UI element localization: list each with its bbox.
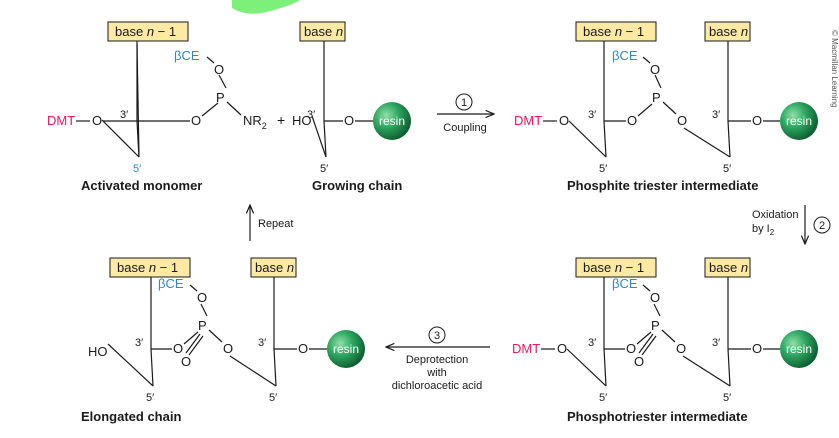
nr2-label: NR2 [243, 113, 267, 131]
oxygen-label: O [191, 113, 201, 128]
growing-chain: base n O HO 3′ 5′ resin Growing chain [292, 21, 411, 193]
step-3-label-line1: Deprotection [406, 354, 468, 366]
phosphorus-label: P [651, 318, 660, 333]
base-label: base n [709, 24, 748, 39]
phosphotriester-intermediate: base n − 1 base n DMT O 3′ 5′ O P O βCE … [512, 257, 818, 424]
activated-monomer: base n − 1 5′ 3′ DMT O O P O βCE NR2 Act… [47, 21, 267, 193]
oxygen-label: O [197, 290, 207, 305]
three-prime-label: 3′ [712, 109, 720, 121]
five-prime-label: 5′ [599, 392, 607, 404]
oxygen-label: O [559, 113, 569, 128]
oxygen-label: O [752, 341, 762, 356]
caption-activated-monomer: Activated monomer [81, 178, 202, 193]
step-2-number: 2 [819, 220, 825, 232]
base-box [575, 21, 657, 42]
three-prime-label: 3′ [588, 337, 596, 349]
base-box [107, 21, 189, 42]
caption-elongated-chain: Elongated chain [81, 409, 181, 424]
oxygen-label: O [752, 113, 762, 128]
oxygen-label: O [181, 354, 191, 369]
oxygen-label: O [298, 341, 308, 356]
highlight-mark [232, 0, 300, 14]
dmt-label: DMT [514, 113, 542, 128]
five-prime-label: 5′ [269, 392, 277, 404]
resin-label: resin [786, 342, 812, 356]
three-prime-label: 3′ [258, 337, 266, 349]
step-3-number: 3 [434, 330, 440, 342]
five-prime-label: 5′ [320, 163, 328, 175]
base-label: base n [304, 24, 343, 39]
dmt-label: DMT [47, 113, 75, 128]
step-3-deprotection: 3 Deprotection with dichloroacetic acid [386, 326, 490, 392]
oxygen-label: O [634, 354, 644, 369]
resin-bead [327, 330, 365, 368]
beta-ce-label: βCE [612, 48, 638, 63]
copyright-text: © Macmillan Learning [830, 30, 839, 107]
five-prime-label: 5′ [723, 163, 731, 175]
three-prime-label: 3′ [588, 109, 596, 121]
base-label: base n − 1 [117, 260, 178, 275]
base-box [575, 257, 657, 278]
phosphorus-label: P [198, 318, 207, 333]
phosphite-triester-intermediate: base n − 1 base n DMT O 3′ 5′ O P O βCE … [514, 21, 818, 193]
caption-growing-chain: Growing chain [312, 178, 402, 193]
oxygen-label: O [650, 290, 660, 305]
step-2-label-line2: by I2 [752, 223, 775, 237]
base-label: base n − 1 [115, 24, 176, 39]
repeat-label: Repeat [258, 218, 293, 230]
step-3-label-line3: dichloroacetic acid [392, 380, 483, 392]
resin-bead [780, 330, 818, 368]
three-prime-label: 3′ [307, 109, 315, 121]
oxygen-label: O [677, 113, 687, 128]
beta-ce-label: βCE [612, 276, 638, 291]
step-2-oxidation: Oxidation by I2 2 [752, 205, 831, 244]
oxygen-label: O [557, 341, 567, 356]
oxygen-label: O [676, 341, 686, 356]
phosphorus-label: P [216, 90, 225, 105]
five-prime-label: 5′ [599, 163, 607, 175]
ho-label: HO [292, 113, 312, 128]
oxygen-label: O [92, 113, 102, 128]
oxygen-label: O [173, 341, 183, 356]
phosphorus-label: P [652, 90, 661, 105]
base-box [299, 21, 346, 42]
oxygen-label: O [650, 62, 660, 77]
base-label: base n − 1 [583, 260, 644, 275]
step-3-label-line2: with [426, 367, 447, 379]
oxygen-label: O [214, 62, 224, 77]
five-prime-label: 5′ [723, 392, 731, 404]
resin-label: resin [333, 342, 359, 356]
dmt-label: DMT [512, 341, 540, 356]
oxygen-label: O [344, 113, 354, 128]
step-1-label: Coupling [443, 122, 486, 134]
three-prime-label: 3′ [135, 337, 143, 349]
oxygen-label: O [626, 341, 636, 356]
five-prime-label: 5′ [146, 392, 154, 404]
resin-label: resin [379, 114, 405, 128]
caption-phosphotriester: Phosphotriester intermediate [567, 409, 748, 424]
base-label: base n [255, 260, 294, 275]
step-1-coupling: 1 Coupling [437, 93, 494, 134]
plus-sign: + [277, 112, 285, 128]
caption-phosphite-triester: Phosphite triester intermediate [567, 178, 758, 193]
base-label: base n [709, 260, 748, 275]
beta-ce-label: βCE [174, 48, 200, 63]
oxygen-label: O [223, 341, 233, 356]
three-prime-label: 3′ [712, 337, 720, 349]
five-prime-label: 5′ [133, 163, 141, 175]
beta-ce-label: βCE [158, 276, 184, 291]
three-prime-label: 3′ [120, 109, 128, 121]
resin-bead [780, 102, 818, 140]
base-box [109, 257, 191, 278]
elongated-chain: base n − 1 base n HO 3′ 5′ O P O βCE O O… [81, 257, 365, 424]
resin-bead [373, 102, 411, 140]
base-label: base n − 1 [583, 24, 644, 39]
ho-label: HO [88, 344, 108, 359]
step-2-label-line1: Oxidation [752, 209, 798, 221]
oxygen-label: O [627, 113, 637, 128]
resin-label: resin [786, 114, 812, 128]
repeat-step: Repeat [250, 205, 293, 241]
step-1-number: 1 [461, 97, 467, 109]
